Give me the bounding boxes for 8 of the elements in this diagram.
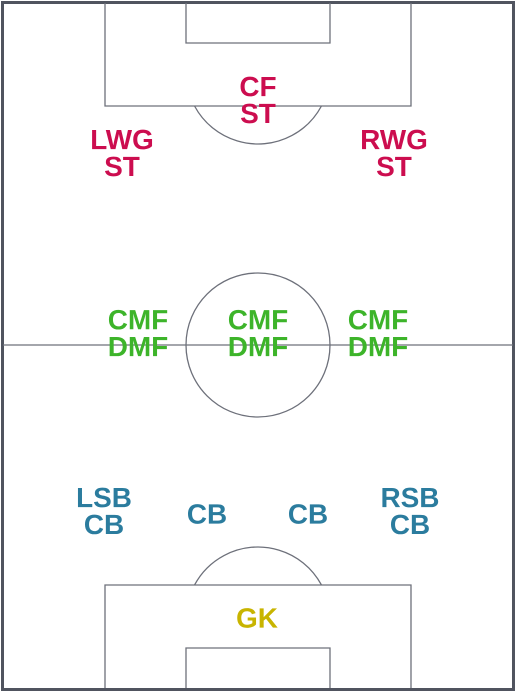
position-label: RWG ST — [362, 130, 426, 176]
position-label: CF ST — [240, 76, 276, 124]
position-label: LWG ST — [92, 130, 152, 176]
position-label: LSB CB — [78, 488, 131, 534]
position-label: RSB CB — [382, 488, 438, 534]
position-label: CB — [188, 504, 226, 524]
position-label: CB — [289, 504, 327, 524]
position-label: GK — [237, 608, 278, 628]
